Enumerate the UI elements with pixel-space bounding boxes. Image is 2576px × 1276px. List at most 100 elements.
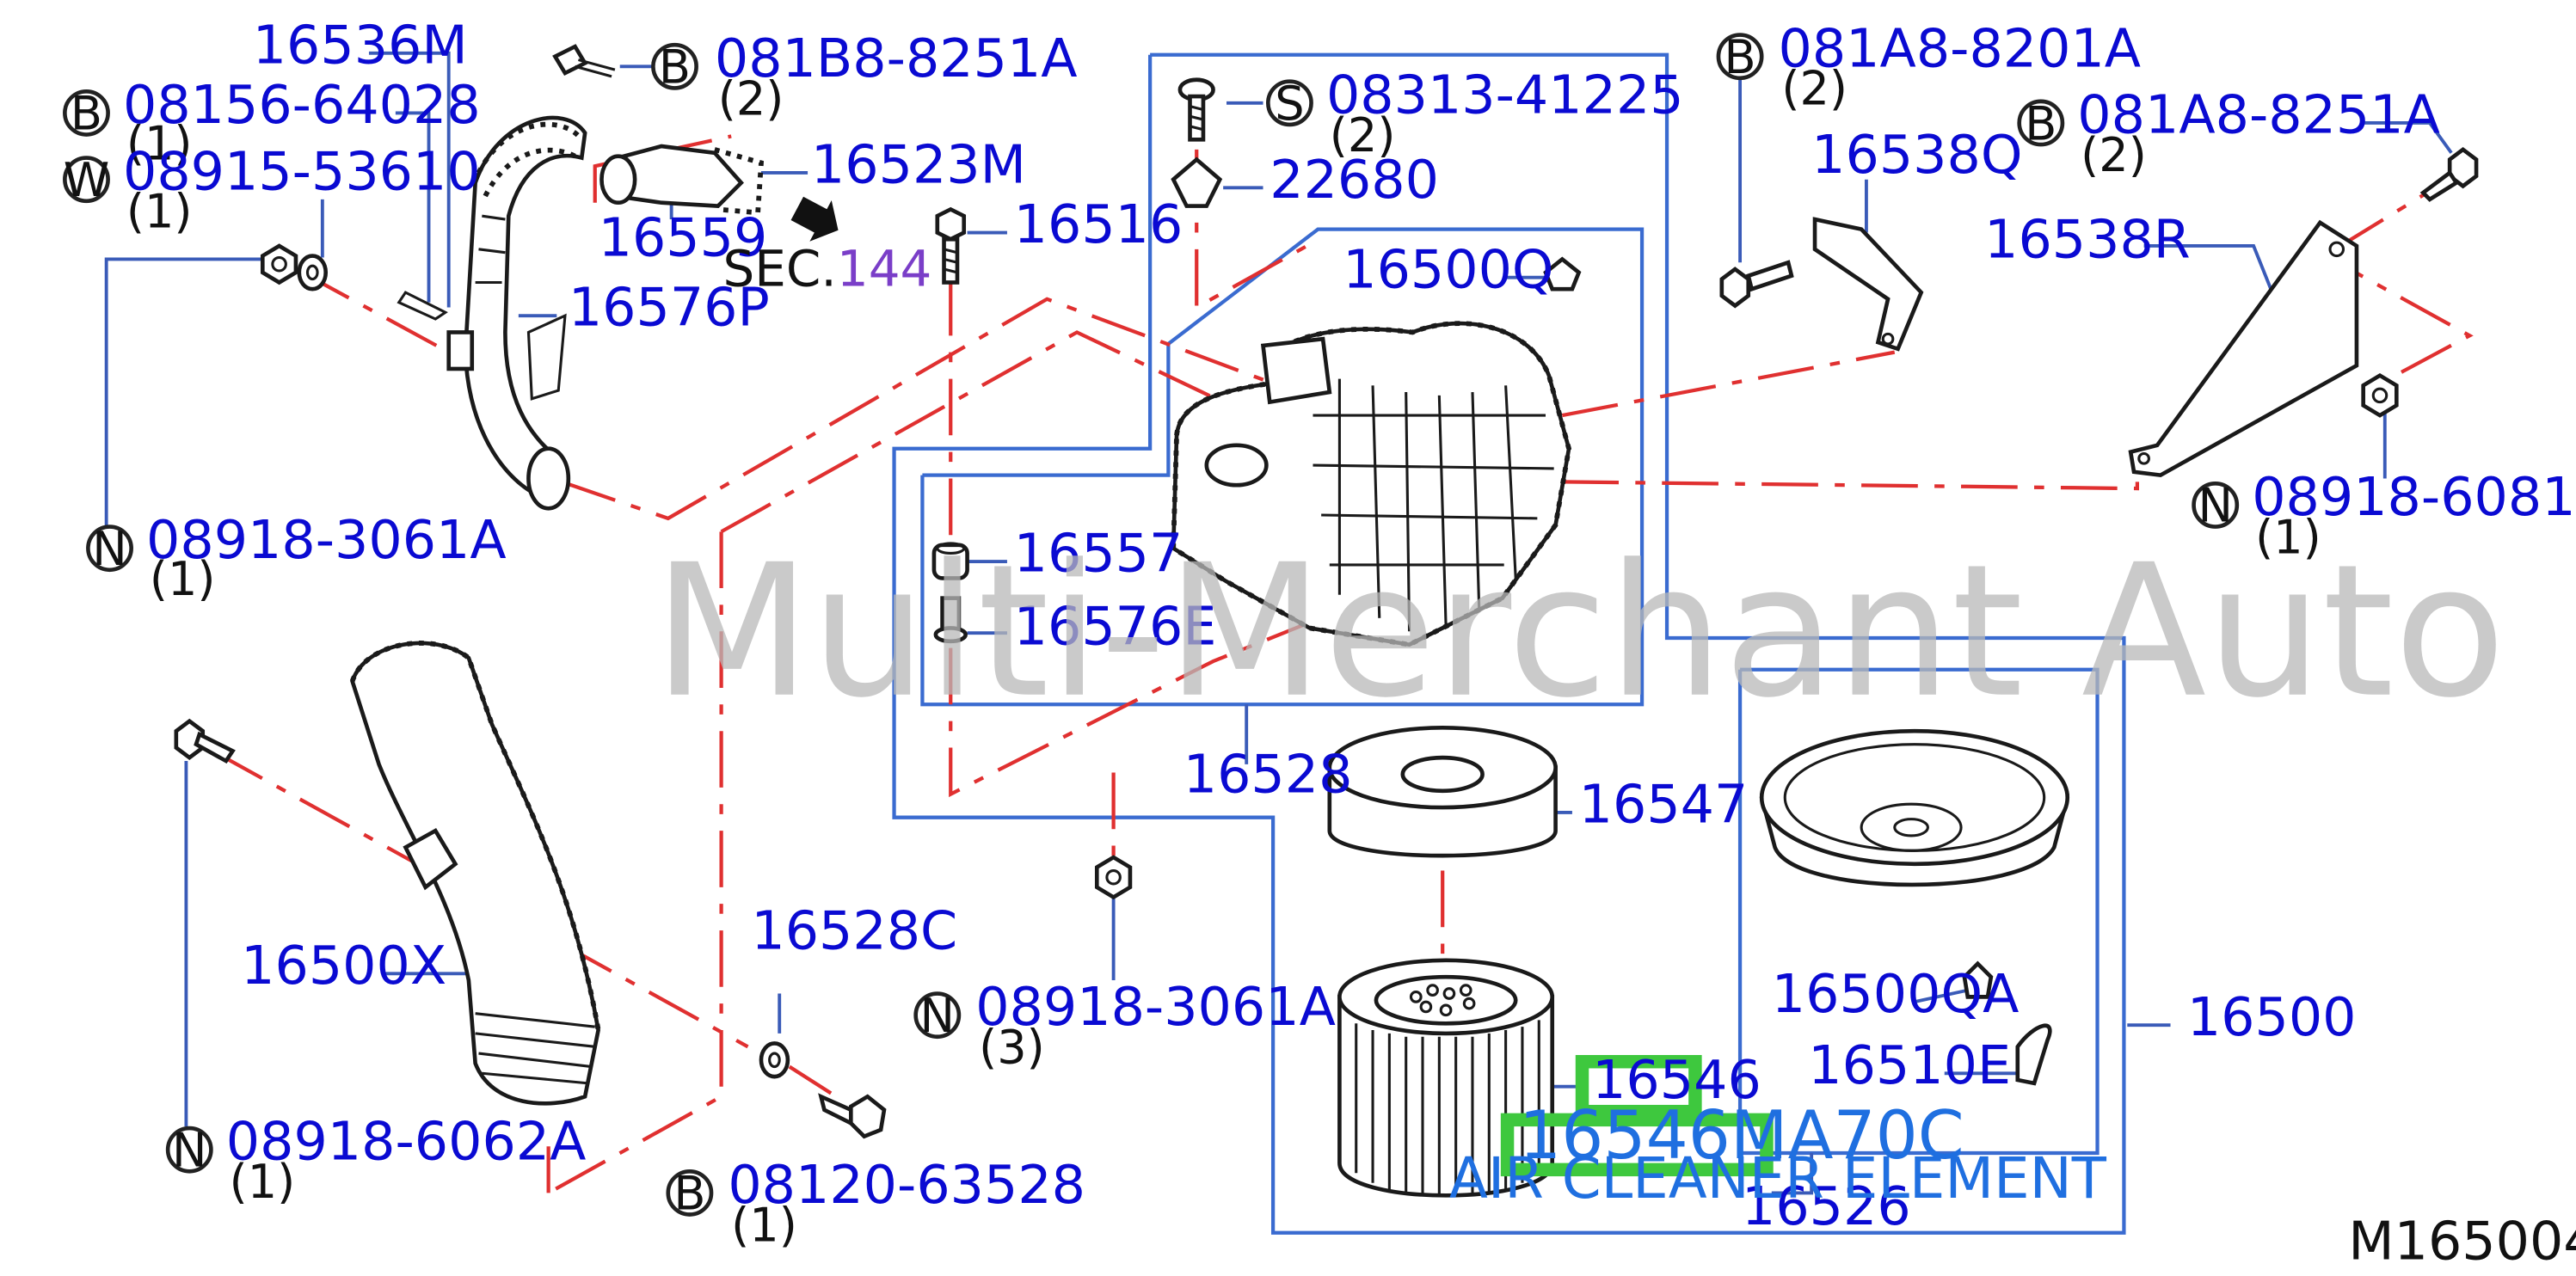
svg-text:B: B [2025, 96, 2056, 150]
label-22680: 22680 [1270, 149, 1439, 211]
section-ref: SEC.144 [723, 239, 932, 298]
watermark: Multi-Merchant Auto Partstore [653, 526, 2576, 739]
svg-text:B: B [1725, 30, 1756, 84]
bolt-081B8 [552, 44, 616, 78]
badge-b-081A8-8201A: B [1716, 30, 1764, 84]
clip-22680 [1171, 156, 1223, 208]
label-16559: 16559 [599, 207, 768, 269]
highlight-box-oem-no [1500, 1113, 1774, 1177]
group-frames [892, 52, 2126, 1235]
grommet-16500QA [1962, 960, 1994, 999]
badge-b-08120: B [666, 1167, 714, 1221]
qty-081B8-8251A: (2) [718, 71, 784, 126]
label-16523M: 16523M [811, 134, 1026, 196]
bolt-08918-6062A [174, 718, 236, 764]
nut-08918-6081A [2361, 372, 2399, 418]
bolt-08120 [818, 1093, 887, 1139]
label-16510E: 16510E [1808, 1034, 2011, 1096]
label-08156-64028: 08156-64028 [123, 74, 481, 136]
label-16500X: 16500X [241, 935, 446, 997]
svg-text:N: N [172, 1123, 206, 1177]
qty-08918-3061A-b: (3) [979, 1021, 1045, 1075]
intake-hose-upper [446, 115, 587, 511]
label-08918-6062A: 08918-6062A [226, 1111, 587, 1173]
highlight-part-no: 16546 [1592, 1049, 1761, 1111]
qty-081A8-8251A: (2) [2081, 128, 2147, 182]
badges: B W B N S B B N N N B [63, 30, 2240, 1221]
bolt-081A8-8251A [2419, 147, 2479, 202]
highlight-oem-no: 16546MA70C [1519, 1097, 1964, 1175]
nut-08156 [260, 243, 298, 285]
label-16538Q: 16538Q [1811, 124, 2022, 186]
highlight-box-part-no [1575, 1055, 1702, 1119]
highlight-caption: AIR CLEANER ELEMENT [1449, 1146, 2107, 1212]
nut-08918-3061A-lower [1094, 855, 1133, 900]
air-filter-element-16546 [1337, 958, 1555, 1198]
badge-n-08918-b: N [913, 989, 962, 1043]
svg-text:B: B [659, 40, 691, 95]
label-16526: 16526 [1742, 1175, 1911, 1237]
grommet-16500Q [1543, 256, 1582, 291]
svg-text:N: N [920, 989, 955, 1043]
svg-text:S: S [1275, 77, 1304, 131]
intake-duct-lower [349, 641, 601, 1106]
badge-b-081A8-8251A: B [2017, 96, 2065, 150]
qty-08918-6081A: (1) [2255, 510, 2321, 564]
bracket-16538Q [1812, 217, 1924, 352]
bracket-16538R [2128, 219, 2359, 478]
qty-08156-64028: (1) [126, 116, 193, 170]
screw-08313 [1177, 77, 1215, 142]
grommet-16557 [931, 542, 969, 580]
highlighted-part: 16546 16546MA70C AIR CLEANER ELEMENT [1449, 1049, 2107, 1212]
section-arrow [790, 196, 839, 242]
badge-n-08918-6081A: N [2192, 479, 2240, 533]
label-16536M: 16536M [253, 14, 468, 76]
diagram-ref-code: M1650042 [2348, 1211, 2576, 1273]
badge-b-08156: B [63, 87, 110, 141]
filter-cover-16547 [1327, 726, 1558, 858]
label-08313-41225: 08313-41225 [1326, 64, 1684, 126]
svg-text:W: W [64, 153, 109, 207]
svg-text:N: N [2198, 479, 2232, 533]
svg-text:B: B [673, 1167, 705, 1221]
label-16538R: 16538R [1984, 209, 2191, 271]
label-16528: 16528 [1183, 744, 1353, 806]
label-081B8-8251A: 081B8-8251A [715, 28, 1078, 89]
label-16500QA: 16500QA [1772, 963, 2020, 1025]
resonator-fitting [599, 144, 765, 216]
washer-16528C [759, 1041, 790, 1079]
qty-08915-53610: (1) [126, 185, 193, 239]
svg-text:N: N [92, 522, 126, 576]
badge-b-081B8: B [651, 40, 698, 95]
washer-08915 [297, 254, 329, 291]
collar-16576E [933, 596, 968, 644]
svg-text:B: B [71, 87, 102, 141]
label-16500Q: 16500Q [1343, 238, 1553, 300]
label-16500: 16500 [2187, 986, 2357, 1048]
badge-w-08915: W [63, 153, 110, 207]
leader-lines [104, 51, 2453, 1195]
label-16576P: 16576P [569, 277, 770, 339]
badge-n-08918-6062A: N [165, 1123, 213, 1177]
qty-08918-3061A-a: (1) [150, 552, 216, 606]
badge-n-08918-a: N [86, 522, 133, 576]
qty-081A8-8201A: (2) [1781, 62, 1847, 116]
badge-s-08313: S [1265, 77, 1313, 131]
label-08918-6081A: 08918-6081A [2252, 466, 2576, 528]
label-16547: 16547 [1579, 773, 1749, 835]
bolt-16516 [935, 206, 967, 285]
label-081A8-8201A: 081A8-8201A [1779, 17, 2142, 79]
label-08120-63528: 08120-63528 [728, 1154, 1085, 1216]
label-081A8-8251A: 081A8-8251A [2077, 84, 2440, 146]
air-cleaner-housing [1171, 321, 1572, 647]
label-08918-3061A-b: 08918-3061A [975, 976, 1336, 1038]
label-16516: 16516 [1014, 193, 1183, 255]
part-labels: 16536M 08156-64028 (1) 08915-53610 (1) 0… [123, 14, 2576, 1252]
bolt-081A8-8201A [1719, 260, 1794, 309]
clip-16510E [2015, 1023, 2052, 1086]
qty-08120-63528: (1) [731, 1198, 797, 1252]
clip-16536M [397, 291, 448, 321]
qty-08313-41225: (2) [1330, 108, 1396, 163]
label-08918-3061A-a: 08918-3061A [146, 509, 507, 571]
